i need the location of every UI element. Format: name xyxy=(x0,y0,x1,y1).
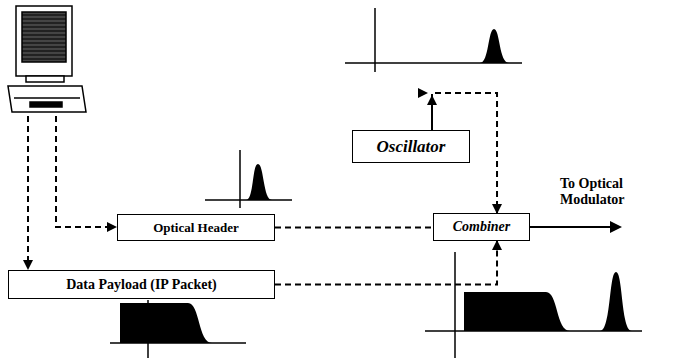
header-box: Optical Header xyxy=(117,214,275,241)
arrowhead xyxy=(610,221,622,233)
dashed-connector xyxy=(275,241,497,285)
combiner-box: Combiner xyxy=(433,213,530,241)
pulse-plot xyxy=(205,150,292,208)
output-label: To Optical Modulator xyxy=(560,176,676,208)
pulse-plot xyxy=(110,300,246,358)
payload-box: Data Payload (IP Packet) xyxy=(8,270,275,299)
pulse-plot xyxy=(425,252,642,358)
dashed-wire xyxy=(28,116,108,262)
pulse-plot xyxy=(345,8,522,72)
arrowhead xyxy=(418,88,428,98)
payload-pulse xyxy=(120,303,212,343)
arrowhead xyxy=(23,260,33,270)
output-arrow xyxy=(530,226,612,228)
box-label: Optical Header xyxy=(153,220,239,236)
combined-payload xyxy=(464,292,570,331)
box-label: Combiner xyxy=(453,219,511,235)
oscillator-box: Oscillator xyxy=(352,130,470,163)
header-pulse xyxy=(246,164,272,200)
arrowhead xyxy=(107,222,117,232)
box-label: Oscillator xyxy=(377,137,446,157)
computer-icon xyxy=(8,6,86,112)
box-label: Data Payload (IP Packet) xyxy=(66,277,216,293)
combined-header xyxy=(600,272,632,331)
mixed-pulse xyxy=(480,29,509,63)
